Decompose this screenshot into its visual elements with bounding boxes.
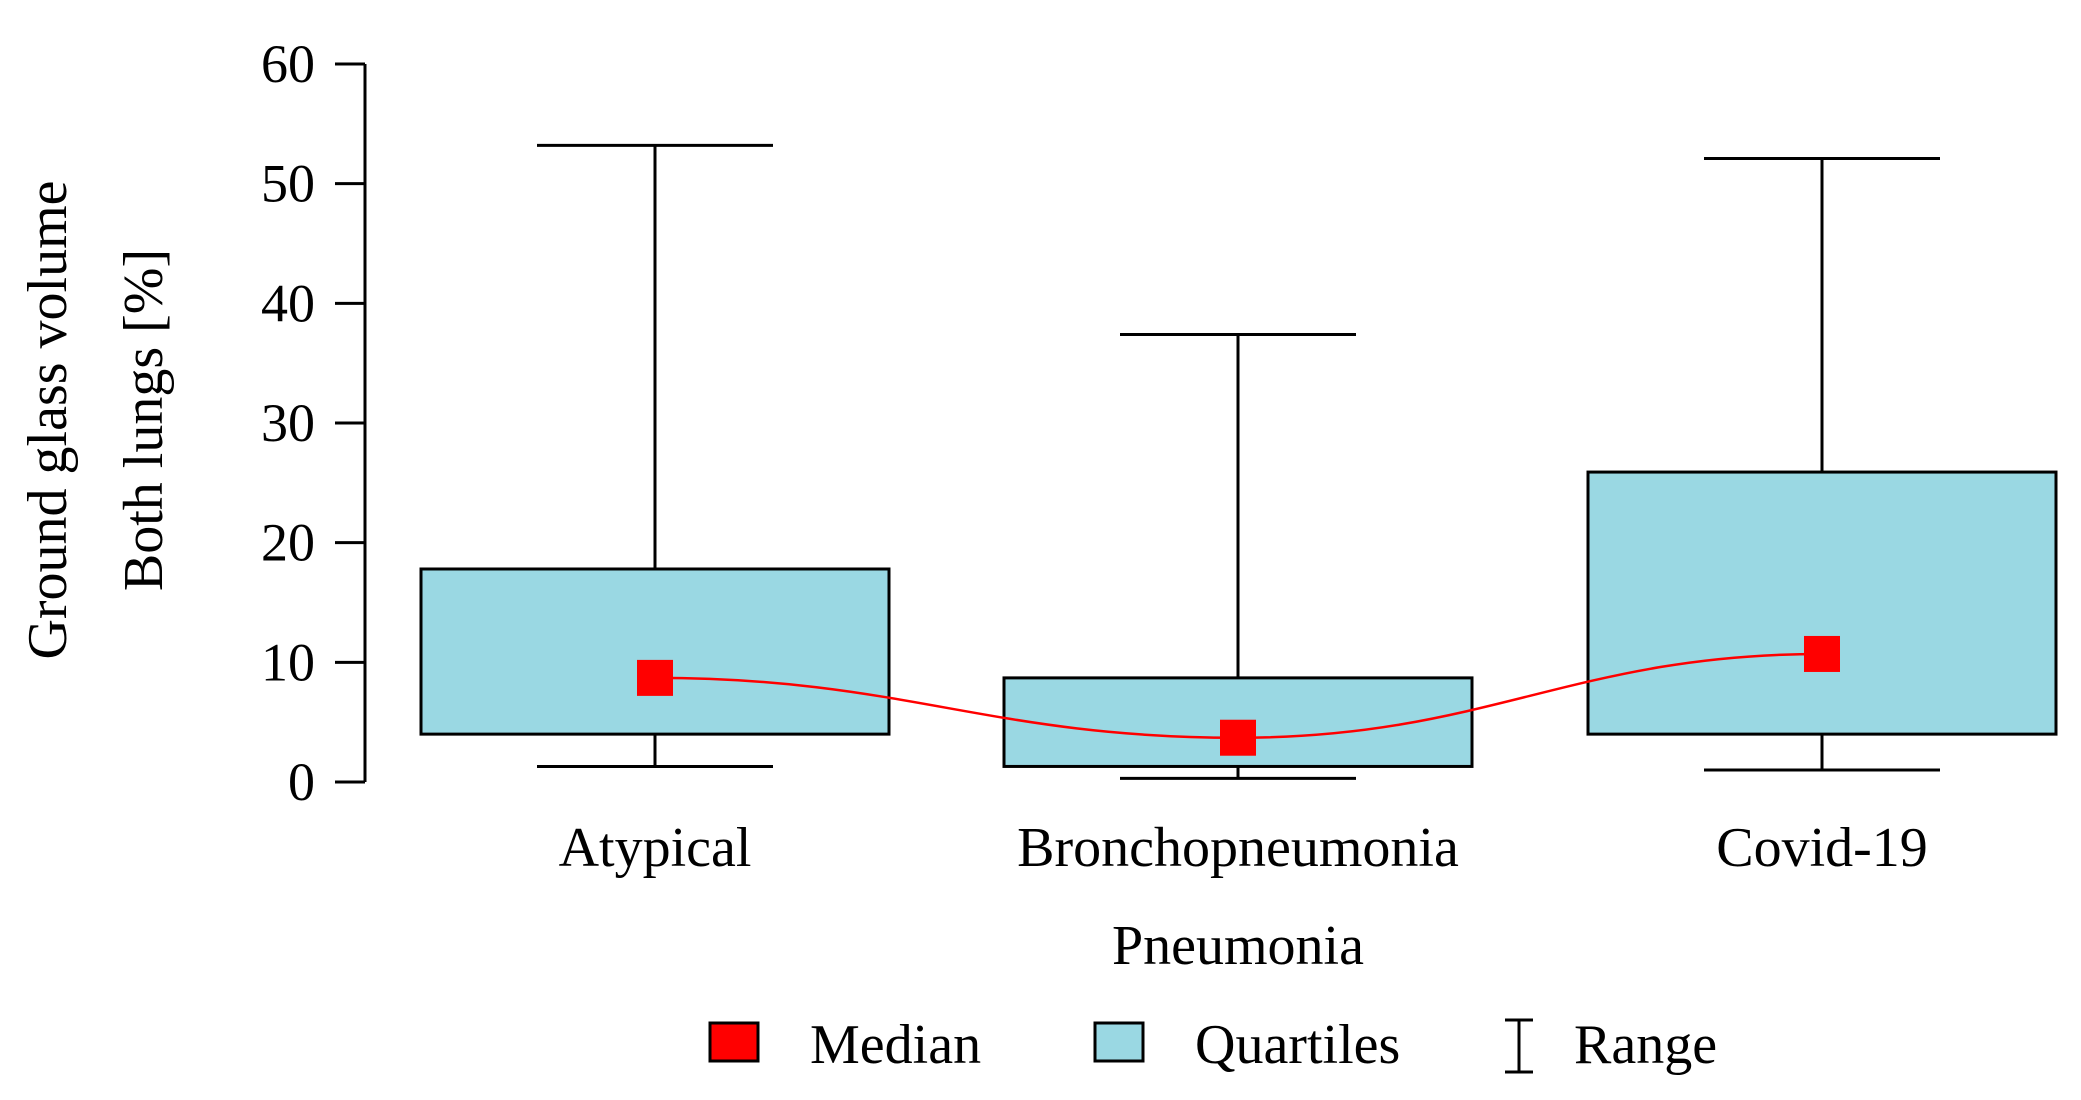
median-marker (637, 659, 673, 696)
x-tick-label: Atypical (559, 817, 752, 879)
y-ticks: 0 10 20 30 40 50 60 (261, 34, 365, 812)
y-tick-label: 30 (261, 393, 315, 453)
legend-range-label: Range (1574, 1014, 1717, 1076)
quartile-box (1586, 470, 2058, 736)
median-series (637, 635, 1840, 756)
legend-range-symbol (1505, 1018, 1533, 1074)
legend-median-label: Median (810, 1014, 981, 1076)
quartile-box (419, 567, 891, 736)
y-axis-title-line1: Ground glass volume (17, 180, 79, 659)
y-tick-label: 60 (261, 34, 315, 94)
y-tick-label: 40 (261, 273, 315, 333)
median-marker (1220, 719, 1256, 756)
y-tick-label: 50 (261, 154, 315, 214)
y-axis-title-line2: Both lungs [%] (113, 249, 175, 591)
x-tick-labels: Atypical Bronchopneumonia Covid-19 (559, 817, 1928, 879)
legend-quartiles-label: Quartiles (1195, 1014, 1400, 1076)
y-tick-label: 20 (261, 513, 315, 573)
y-tick-label: 10 (261, 632, 315, 692)
legend-quartiles-swatch (1093, 1021, 1145, 1063)
legend: Median Quartiles Range (708, 1014, 1717, 1076)
x-axis-title: Pneumonia (1112, 915, 1364, 977)
y-tick-label: 0 (288, 752, 315, 812)
legend-median-swatch (708, 1021, 760, 1063)
x-tick-label: Bronchopneumonia (1017, 817, 1459, 879)
median-marker (1804, 635, 1840, 672)
x-tick-label: Covid-19 (1716, 817, 1928, 879)
